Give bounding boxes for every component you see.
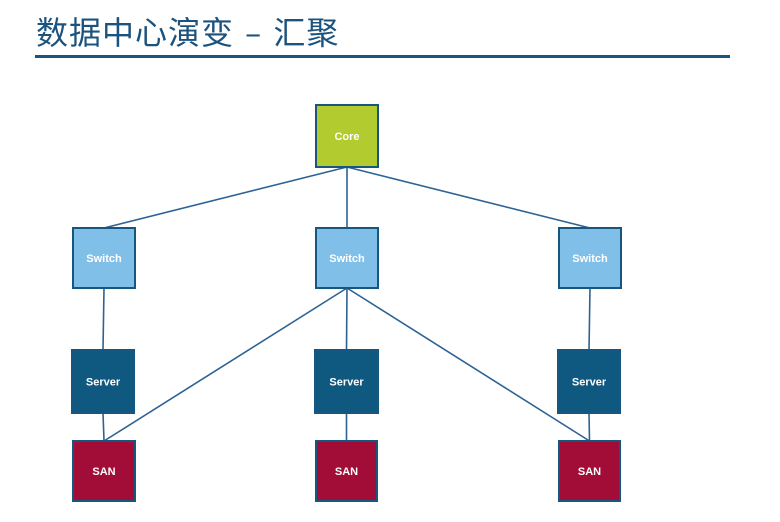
node-label: Server [572, 377, 607, 389]
core-box [315, 104, 379, 168]
node-label: SAN [578, 466, 601, 478]
san-box [315, 440, 378, 502]
node-san-right: SAN [558, 440, 621, 502]
edge-server-right-san-right [588, 412, 591, 442]
node-san-left: SAN [72, 440, 136, 502]
node-label: SAN [92, 466, 115, 478]
edge-switch-left-server-left [102, 287, 105, 351]
node-switch-left: Switch [72, 227, 136, 289]
page-title: 数据中心演变 – 汇聚 [36, 14, 340, 52]
edge-switch-right-server-right [588, 287, 591, 351]
edge-core-switch-right [346, 166, 591, 229]
node-core: Core [315, 104, 379, 168]
edge-switch-middle-san-left [103, 287, 348, 442]
san-box [72, 440, 136, 502]
node-switch-right: Switch [558, 227, 622, 289]
san-box [558, 440, 621, 502]
edge-switch-middle-san-right [346, 287, 590, 442]
edge-core-switch-left [103, 166, 348, 229]
server-box [71, 349, 135, 414]
switch-box [315, 227, 379, 289]
node-label: Server [86, 377, 121, 389]
server-box [314, 349, 379, 414]
node-label: Switch [86, 253, 122, 265]
switch-box [558, 227, 622, 289]
node-label: Switch [329, 253, 365, 265]
title-underline [35, 55, 730, 58]
edge-server-left-san-left [102, 412, 105, 442]
node-label: Core [334, 131, 359, 143]
node-label: Server [329, 377, 364, 389]
node-label: SAN [335, 466, 358, 478]
node-server-right: Server [557, 349, 621, 414]
edge-switch-middle-server-middle [345, 287, 348, 351]
node-label: Switch [572, 253, 608, 265]
switch-box [72, 227, 136, 289]
node-server-left: Server [71, 349, 135, 414]
node-san-middle: SAN [315, 440, 378, 502]
server-box [557, 349, 621, 414]
node-server-middle: Server [314, 349, 379, 414]
node-switch-middle: Switch [315, 227, 379, 289]
